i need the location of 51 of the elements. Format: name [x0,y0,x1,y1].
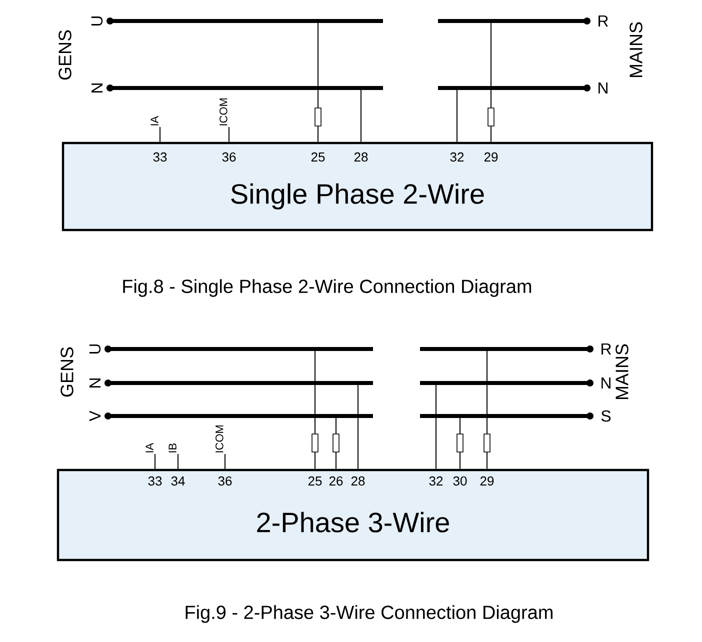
terminal-number: 33 [153,152,167,162]
busbar: N [92,84,383,92]
figure-caption: Fig.8 - Single Phase 2-Wire Connection Diagram [123,279,532,297]
wire [490,20,492,142]
busbar: R [420,343,612,354]
node-label: U [91,16,103,26]
terminal-name: ICOM [216,425,224,452]
terminal-number: 32 [450,152,464,162]
busbar: U [89,344,373,354]
terminal-name: ICOM [220,98,228,126]
wire [360,88,362,142]
busbar: V [90,410,373,422]
node-label: N [598,82,608,94]
node-label: N [92,84,103,92]
side-label: MAINS [616,344,628,400]
node-label: N [602,377,610,388]
node-label: U [89,344,101,354]
terminal-number: 25 [311,152,325,162]
terminal-number: 36 [222,152,236,162]
terminal-name: IA [146,442,154,452]
node-label: R [598,15,608,26]
node-label: S [601,410,611,422]
wire [456,88,458,142]
wire [486,348,488,470]
node-label: V [90,410,101,422]
figure-caption: Fig.9 - 2-Phase 3-Wire Connection Diagram [186,605,552,623]
busbar: R [438,15,608,26]
terminal-number: 30 [453,476,467,486]
terminal-number: 28 [351,476,365,486]
busbar: U [91,16,383,26]
terminal-number: 26 [329,476,343,486]
busbar: N [90,378,373,388]
terminal-number: 36 [218,476,232,486]
terminal-name: IB [168,443,176,452]
busbar: S [420,410,611,422]
terminal-number: 32 [429,476,443,486]
node-label: R [602,343,612,354]
terminal-number: 34 [171,476,185,486]
terminal-number: 29 [480,476,494,486]
node-label: N [90,378,101,388]
terminal-number: 29 [484,152,498,162]
busbar: N [420,377,610,388]
terminal-number: 28 [354,152,368,162]
busbar: N [438,82,608,94]
side-label: GENS [58,30,72,80]
side-label: GENS [60,347,74,397]
wire [314,348,316,470]
terminal-number: 25 [308,476,322,486]
side-label: MAINS [630,22,642,78]
terminal-number: 33 [148,476,162,486]
terminal-name: IA [150,116,158,126]
